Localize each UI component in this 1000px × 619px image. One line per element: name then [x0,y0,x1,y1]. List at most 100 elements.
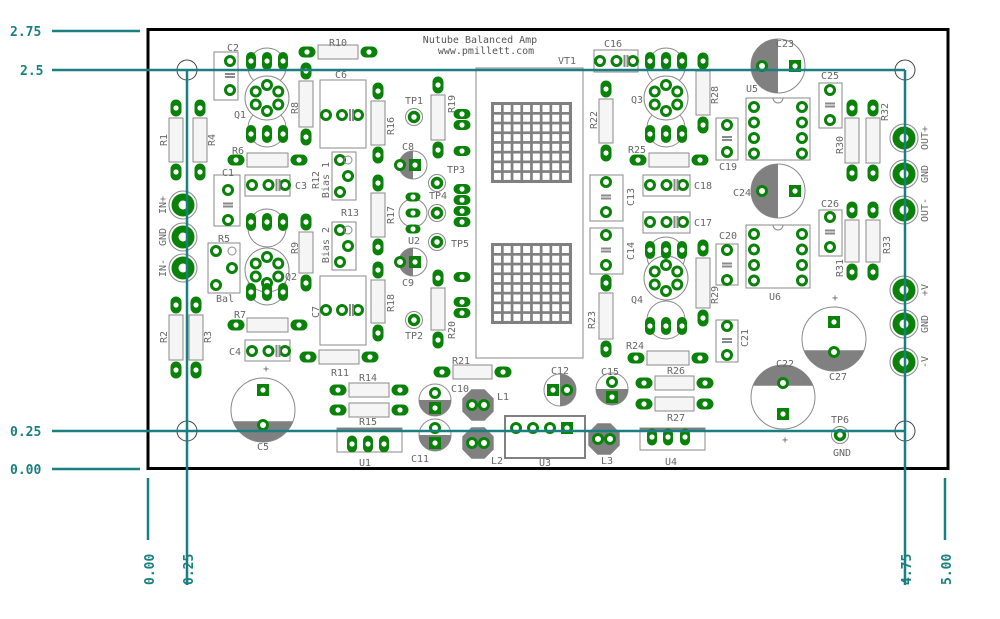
label-C17: C17 [694,218,712,229]
grid-cell [494,143,501,151]
label-R6: R6 [232,146,244,157]
pad-ring [824,84,836,96]
pad-ring [644,179,656,191]
label-R24: R24 [626,341,644,352]
resistor-body [370,192,386,238]
pad-hole [459,310,465,316]
pad-ring [660,285,672,297]
grid-cell [542,284,550,292]
label-C6: C6 [335,70,347,81]
electrolytic-capacitor [750,163,806,219]
pad [453,206,471,216]
pad-ring [561,384,573,396]
pad-hole [603,86,609,92]
dip-ic [745,97,811,161]
grid-cell [503,134,511,142]
label-bias1: Bias 1 [321,162,332,198]
label-R21: R21 [452,356,470,367]
label-R14: R14 [359,373,377,384]
grid-cell [513,246,521,253]
label-R22: R22 [589,111,600,129]
pad-ring [748,259,760,271]
resistor [168,296,184,379]
label-out_plus: OUT+ [920,126,931,150]
trimmer-screw [343,225,353,235]
pad-ring [660,259,672,271]
pad-ring [600,176,612,188]
grid-cell [523,255,531,263]
terminal [168,190,198,220]
pad-ring [600,206,612,218]
pad-hole [173,105,179,111]
pad-ring [721,244,733,256]
ic-notch [772,224,784,231]
pad-hole [397,407,403,413]
resistor [598,80,614,162]
pad-ring [677,216,689,228]
grid-cell [542,124,550,132]
pad-hole [459,299,465,305]
pad-ring [210,279,222,291]
label-U1: U1 [359,458,371,469]
pad-ring [796,274,808,287]
pad [453,297,471,307]
grid-cell [503,275,511,283]
grid-cell [561,153,569,161]
label-C5: C5 [257,442,269,453]
pad-hole [663,323,669,329]
pad-hole [459,197,465,203]
pad-ring [600,229,612,241]
pad-ring [671,98,684,111]
pad-hole [647,58,653,64]
pad-hole [349,441,355,447]
resistor-body [654,375,695,391]
pad-hole [700,58,706,64]
pad-hole [647,131,653,137]
pad-hole [831,319,837,325]
resistor [635,396,714,412]
pad-ring [222,184,234,196]
tp-pad [430,206,444,220]
pad-hole [264,289,270,295]
pad [453,120,471,130]
test-point [405,108,423,126]
pad-ring [334,256,346,268]
inductor [462,427,494,459]
transistor-socket [643,47,689,148]
pad-hole [264,58,270,64]
pad-ring [224,84,236,96]
capacitor [824,211,836,253]
pad-ring [261,251,273,263]
label-v_gnd: GND [920,315,931,333]
pad-hole [410,194,416,200]
test-point [831,426,849,444]
resistor [299,349,379,365]
resistor [227,317,308,333]
pad-ring [648,278,661,291]
pad-ring [272,257,285,270]
pad-ring [606,376,618,388]
pad-hole [264,131,270,137]
label-bal: Bal [216,294,234,305]
pad-ring [394,256,406,268]
resistor [865,201,881,281]
grid-cell [513,143,521,151]
grid-cell [513,172,521,180]
pad-hole [682,434,688,440]
label-R9: R9 [290,242,301,254]
grid-cell [513,304,521,312]
transistor-socket [643,236,689,340]
pad-hole [173,169,179,175]
grid-cell [552,265,560,273]
pad-hole [197,169,203,175]
grid-cell [561,105,569,112]
pad-ring [796,116,808,129]
dim-label-2.75: 2.75 [10,25,41,40]
grid-cell [523,153,531,161]
label-v_plus: +V [920,284,931,296]
grid-cell [542,313,550,321]
label-in_gnd: GND [158,228,169,246]
resistor-body [246,317,289,333]
label-R27: R27 [667,413,685,424]
pad-hole [248,131,254,137]
